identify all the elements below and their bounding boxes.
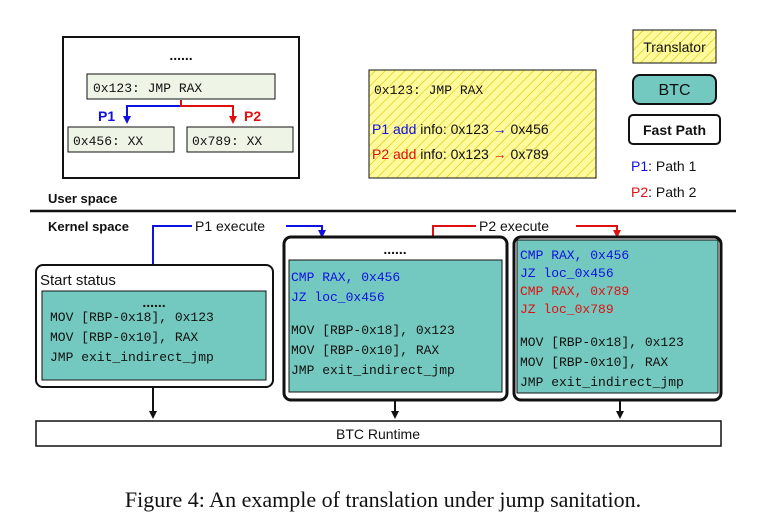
user-space-label: User space: [48, 191, 117, 206]
user-jmp-instr: 0x123: JMP RAX: [93, 81, 202, 96]
block2-line-2: MOV [RBP-0x10], RAX: [291, 343, 439, 358]
p2-label: P2: [244, 108, 261, 124]
p1-fastpath-block: ...... CMP RAX, 0x456 JZ loc_0x456 MOV […: [282, 235, 509, 402]
start-line-1: MOV [RBP-0x18], 0x123: [50, 310, 214, 325]
block3-jz-789: JZ loc_0x789: [520, 302, 614, 317]
user-dots: ......: [169, 47, 192, 63]
block2-cmp: CMP RAX, 0x456: [291, 270, 400, 285]
translator-box: 0x123: JMP RAX P1 add info: 0x123 → 0x45…: [368, 69, 597, 179]
block3-line-1: MOV [RBP-0x18], 0x123: [520, 335, 684, 350]
block3-jz-456: JZ loc_0x456: [520, 266, 614, 281]
translator-line-2: P2 add info: 0x123 → 0x789: [372, 146, 549, 162]
legend-btc: BTC: [659, 82, 691, 99]
start-status-title: Start status: [40, 272, 116, 289]
p2-fastpath-block: CMP RAX, 0x456 JZ loc_0x456 CMP RAX, 0x7…: [512, 235, 723, 402]
block3-line-2: MOV [RBP-0x10], RAX: [520, 355, 668, 370]
translator-instr: 0x123: JMP RAX: [374, 83, 483, 98]
target-1: 0x456: XX: [73, 134, 143, 149]
p2-execute-line-a: [432, 225, 476, 237]
legend-fast-path: Fast Path: [643, 122, 706, 138]
target-2: 0x789: XX: [192, 134, 262, 149]
block2-line-3: JMP exit_indirect_jmp: [291, 363, 455, 378]
legend-path-2: P2: Path 2: [631, 184, 697, 200]
kernel-space-label: Kernel space: [48, 219, 129, 234]
p1-execute-line-a: [152, 225, 192, 265]
block3-line-3: JMP exit_indirect_jmp: [520, 375, 684, 390]
btc-runtime-box: [35, 420, 722, 447]
legend: Translator BTC Fast Path P1: Path 1 P2: …: [628, 29, 721, 200]
block3-cmp-789: CMP RAX, 0x789: [520, 284, 629, 299]
block2-dots: ......: [383, 241, 406, 257]
legend-path-1: P1: Path 1: [631, 158, 697, 174]
p2-execute-label: P2 execute: [479, 218, 549, 234]
block2-jz: JZ loc_0x456: [291, 290, 385, 305]
start-line-3: JMP exit_indirect_jmp: [50, 350, 214, 365]
start-status-block: Start status ...... MOV [RBP-0x18], 0x12…: [35, 264, 274, 388]
p2-execute-arrow: [576, 225, 621, 238]
translator-line-1: P1 add info: 0x123 → 0x456: [372, 121, 549, 137]
user-program-box: ...... 0x123: JMP RAX P1 P2 0x456: XX 0x…: [62, 36, 300, 179]
p1-execute-arrow: [286, 225, 326, 238]
p1-execute-label: P1 execute: [195, 218, 265, 234]
p2-branch-arrow: [180, 100, 237, 124]
p1-label: P1: [98, 108, 115, 124]
start-dots: ......: [142, 294, 165, 310]
block3-cmp-456: CMP RAX, 0x456: [520, 248, 629, 263]
start-line-2: MOV [RBP-0x10], RAX: [50, 330, 198, 345]
btc-runtime-label: BTC Runtime: [336, 426, 420, 442]
block2-line-1: MOV [RBP-0x18], 0x123: [291, 323, 455, 338]
legend-translator: Translator: [643, 39, 706, 55]
figure-caption: Figure 4: An example of translation unde…: [125, 487, 641, 512]
